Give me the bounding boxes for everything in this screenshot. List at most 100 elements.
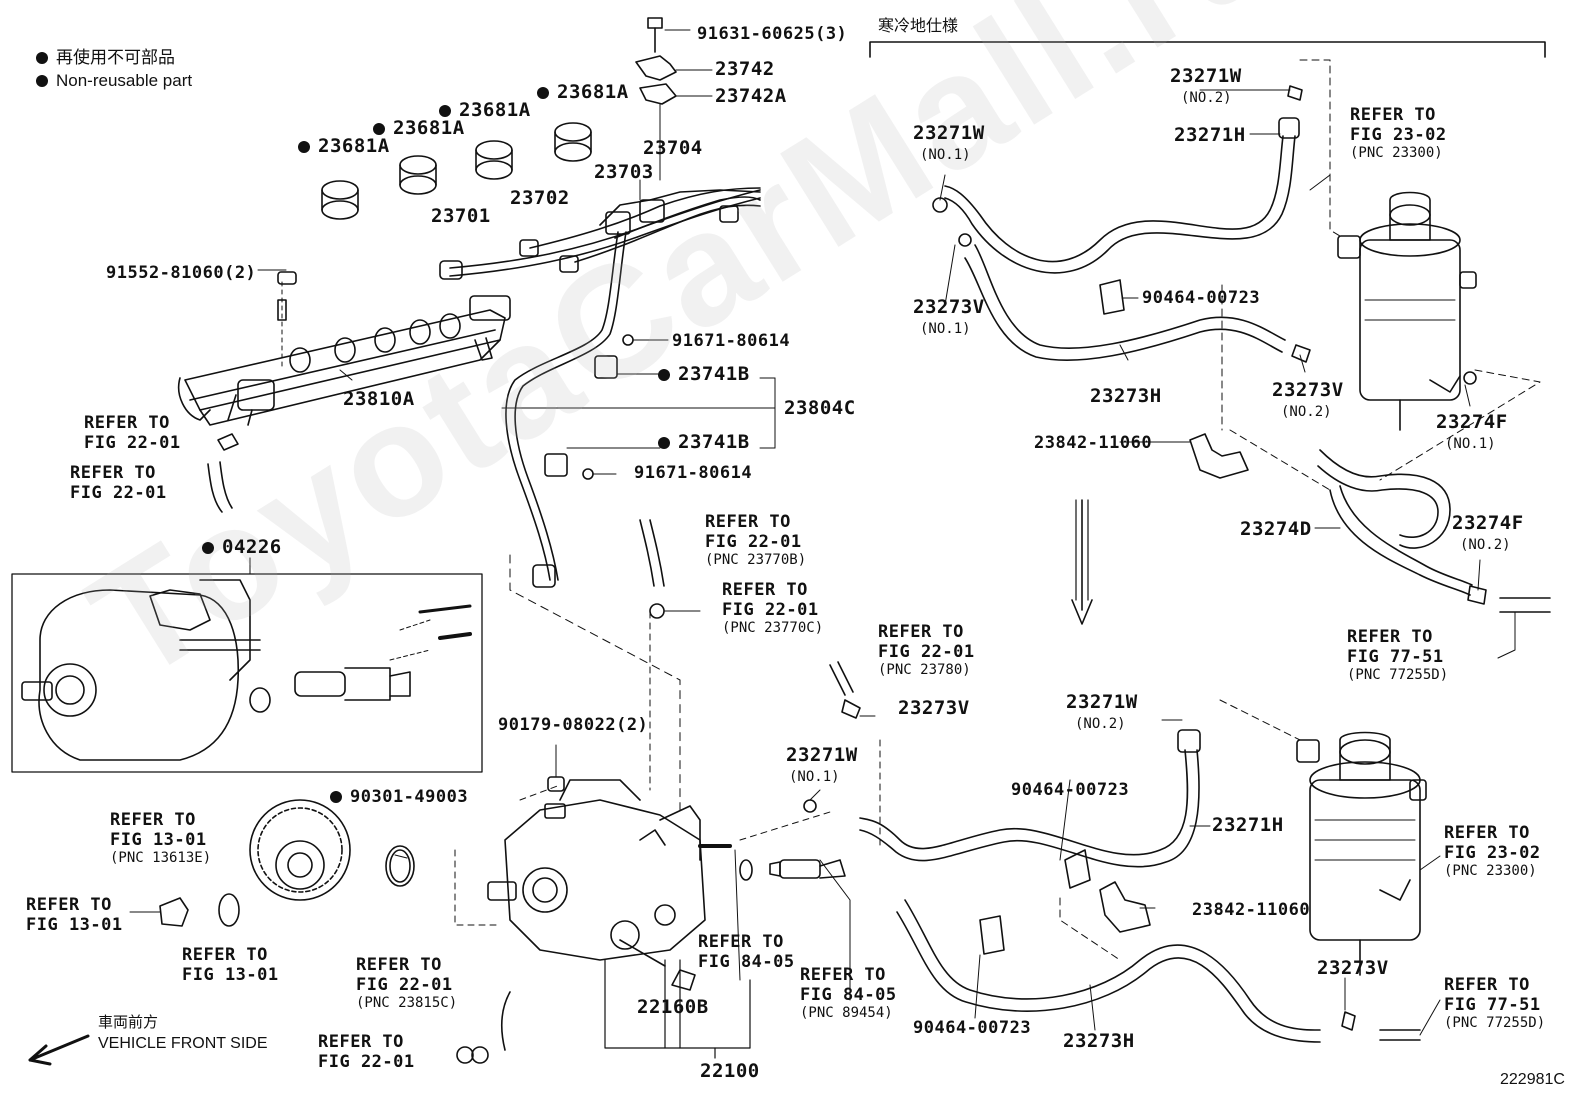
injection-pipes-drawing xyxy=(439,103,761,280)
injector-seal-rings xyxy=(321,122,592,220)
part-label[interactable]: 23273V xyxy=(913,296,985,318)
part-label[interactable]: 23271H xyxy=(1174,124,1246,146)
part-label[interactable]: 22100 xyxy=(700,1060,760,1082)
cold-upper-bracket xyxy=(1189,433,1249,479)
part-label[interactable]: 23681A xyxy=(537,82,629,102)
part-label[interactable]: 23741B xyxy=(658,432,750,452)
part-label[interactable]: 23810A xyxy=(343,388,415,410)
refer-block[interactable]: REFER TO FIG 22-01 xyxy=(70,463,167,503)
refer-block[interactable]: REFER TO FIG 84-05 (PNC 89454) xyxy=(800,965,897,1021)
pump-refer-hoses xyxy=(456,519,861,1064)
bullet-icon xyxy=(36,52,48,64)
legend-en: Non-reusable part xyxy=(36,71,192,91)
bracket-22100 xyxy=(604,959,751,1059)
refer-block[interactable]: REFER TO FIG 13-01 xyxy=(182,945,279,985)
legend-ja-text: 再使用不可部品 xyxy=(56,48,175,67)
part-label[interactable]: 23681A xyxy=(298,136,390,156)
part-label[interactable]: 23681A xyxy=(373,118,465,138)
vehicle-front-arrow xyxy=(28,1034,90,1066)
bullet-icon xyxy=(36,75,48,87)
refer-block[interactable]: REFER TO FIG 22-01 (PNC 23770C) xyxy=(722,580,824,636)
part-sublabel: (NO.1) xyxy=(920,321,971,337)
part-label[interactable]: 23742 xyxy=(715,58,775,80)
part-label[interactable]: 90301-49003 xyxy=(330,787,468,807)
part-label[interactable]: 23274F xyxy=(1452,512,1524,534)
non-reusable-icon xyxy=(439,105,451,117)
part-label[interactable]: 23274F xyxy=(1436,411,1508,433)
part-label[interactable]: 23681A xyxy=(439,100,531,120)
bolt-91631-drawing xyxy=(647,17,691,53)
part-label[interactable]: 91631-60625(3) xyxy=(697,24,848,44)
legend-en-text: Non-reusable part xyxy=(56,71,193,90)
part-label[interactable]: 90179-08022(2) xyxy=(498,715,649,735)
refer-block[interactable]: REFER TO FIG 77-51 (PNC 77255D) xyxy=(1444,975,1546,1031)
part-label[interactable]: 23742A xyxy=(715,85,787,107)
refer-block[interactable]: REFER TO FIG 84-05 xyxy=(698,932,795,972)
part-label[interactable]: 23273V xyxy=(1317,957,1389,979)
part-label[interactable]: 90464-00723 xyxy=(913,1018,1032,1038)
refer-block[interactable]: REFER TO FIG 22-01 (PNC 23815C) xyxy=(356,955,458,1011)
part-label[interactable]: 23703 xyxy=(594,161,654,183)
non-reusable-icon xyxy=(330,791,342,803)
part-label[interactable]: 23271W xyxy=(786,744,858,766)
small-clip-left xyxy=(207,433,239,513)
part-label[interactable]: 23842-11060 xyxy=(1192,900,1311,920)
non-reusable-icon xyxy=(373,123,385,135)
vehicle-front-en: VEHICLE FRONT SIDE xyxy=(98,1035,268,1052)
part-label[interactable]: 91671-80614 xyxy=(634,463,753,483)
part-label[interactable]: 23701 xyxy=(431,205,491,227)
lower-sensor xyxy=(769,859,851,1001)
leader-lines xyxy=(249,89,1516,1036)
part-label[interactable]: 23271H xyxy=(1212,814,1284,836)
part-sublabel: (NO.1) xyxy=(1445,436,1496,452)
non-reusable-icon xyxy=(658,437,670,449)
refer-block[interactable]: REFER TO FIG 13-01 (PNC 13613E) xyxy=(110,810,212,866)
clamp-23742-drawing xyxy=(635,55,713,105)
part-label[interactable]: 23704 xyxy=(643,137,703,159)
supply-pump-drawing xyxy=(487,779,753,991)
part-sublabel: (NO.1) xyxy=(920,147,971,163)
part-label[interactable]: 90464-00723 xyxy=(1142,288,1261,308)
refer-block[interactable]: REFER TO FIG 23-02 (PNC 23300) xyxy=(1350,105,1447,161)
cold-spec-label: 寒冷地仕様 xyxy=(878,18,959,35)
part-label[interactable]: 23273V xyxy=(898,697,970,719)
part-sublabel: (NO.2) xyxy=(1460,537,1511,553)
cold-down-arrow xyxy=(1071,499,1093,625)
refer-block[interactable]: REFER TO FIG 13-01 xyxy=(26,895,123,935)
pump-dashed-leaders xyxy=(454,554,881,926)
cold-upper-filter xyxy=(1337,191,1477,431)
part-sublabel: (NO.2) xyxy=(1281,404,1332,420)
cold-upper-hose-23274 xyxy=(1317,449,1551,613)
part-label[interactable]: 23702 xyxy=(510,187,570,209)
part-label[interactable]: 22160B xyxy=(637,996,709,1018)
part-label[interactable]: 23271W xyxy=(913,122,985,144)
refer-block[interactable]: REFER TO FIG 22-01 (PNC 23780) xyxy=(878,622,975,678)
part-label[interactable]: 23842-11060 xyxy=(1034,433,1153,453)
cold-upper-dashed xyxy=(1221,59,1541,491)
part-label[interactable]: 23273H xyxy=(1090,385,1162,407)
refer-block[interactable]: REFER TO FIG 22-01 xyxy=(318,1032,415,1072)
lower-filter xyxy=(1219,699,1427,976)
part-label[interactable]: 04226 xyxy=(202,537,282,557)
part-label[interactable]: 90464-00723 xyxy=(1011,780,1130,800)
part-label[interactable]: 23271W xyxy=(1170,65,1242,87)
cold-upper-hoses xyxy=(932,85,1311,363)
fuel-pipe-23804C-drawing xyxy=(501,231,776,588)
part-label[interactable]: 23741B xyxy=(658,364,750,384)
pump-kit-box xyxy=(11,557,483,773)
refer-block[interactable]: REFER TO FIG 23-02 (PNC 23300) xyxy=(1444,823,1541,879)
part-label[interactable]: 91552-81060(2) xyxy=(106,263,257,283)
part-sublabel: (NO.1) xyxy=(789,769,840,785)
part-label[interactable]: 23804C xyxy=(784,397,856,419)
part-label[interactable]: 23274D xyxy=(1240,518,1312,540)
part-label[interactable]: 23273V xyxy=(1272,379,1344,401)
part-label[interactable]: 23271W xyxy=(1066,691,1138,713)
refer-block[interactable]: REFER TO FIG 77-51 (PNC 77255D) xyxy=(1347,627,1449,683)
part-label[interactable]: 91671-80614 xyxy=(672,331,791,351)
refer-block[interactable]: REFER TO FIG 22-01 xyxy=(84,413,181,453)
part-label[interactable]: 23273H xyxy=(1063,1030,1135,1052)
refer-block[interactable]: REFER TO FIG 22-01 (PNC 23770B) xyxy=(705,512,807,568)
drive-gear-drawing xyxy=(129,799,415,927)
legend-ja: 再使用不可部品 xyxy=(36,48,175,68)
